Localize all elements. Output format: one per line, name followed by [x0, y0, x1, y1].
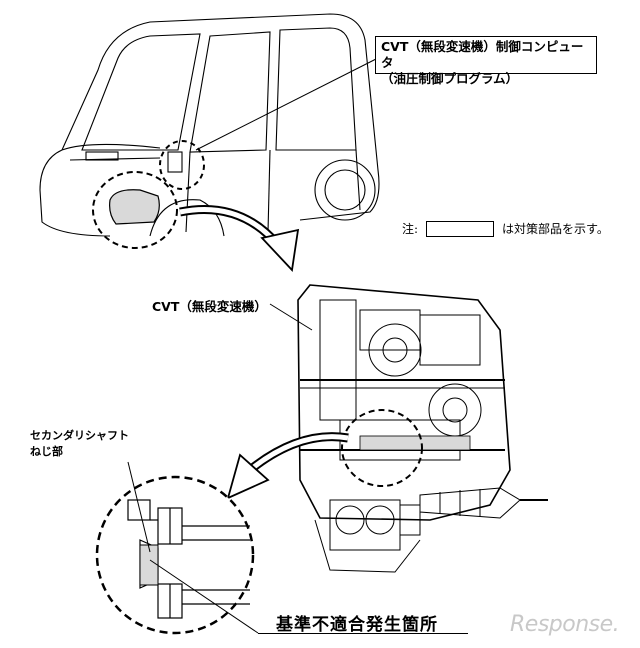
cvt-shaft-callout-circle	[341, 409, 423, 487]
vehicle-illustration	[39, 13, 380, 237]
cvt-shaft-shade	[359, 435, 471, 451]
controller-leader-line	[195, 57, 379, 151]
secondary-shaft-label-line1: セカンダリシャフト	[30, 429, 129, 442]
vehicle-cvt-callout-circle	[92, 171, 178, 249]
defect-location-underline	[258, 633, 468, 634]
shaft-leader-line	[127, 461, 151, 553]
secondary-shaft-label-line2: ねじ部	[30, 445, 63, 458]
zoom-callout-circle	[95, 475, 255, 635]
cvt-title-label: CVT（無段変速機）	[152, 299, 267, 314]
cvt-controller-label-line1: CVT（無段変速機）制御コンピュータ	[381, 39, 584, 70]
legend-note-prefix: 注:	[402, 222, 419, 236]
legend-swatch	[426, 220, 495, 237]
cvt-controller-label-box: CVT（無段変速機）制御コンピュータ （油圧制御プログラム）	[375, 36, 597, 86]
cvt-controller-label-line2: （油圧制御プログラム）	[381, 71, 519, 86]
defect-location-label: 基準不適合発生箇所	[276, 615, 438, 635]
legend-note: 注: は対策部品を示す。	[402, 220, 609, 237]
cvt-leader-line	[269, 303, 313, 331]
vehicle-cvt-shade	[109, 189, 160, 225]
zoom-thread-shade	[139, 544, 159, 586]
secondary-shaft-label: セカンダリシャフト ねじ部	[30, 428, 129, 460]
defect-leader-line	[149, 559, 259, 634]
legend-note-suffix: は対策部品を示す。	[502, 222, 609, 236]
response-watermark: Response.	[510, 612, 620, 637]
cvt-cross-section	[297, 284, 548, 573]
vehicle-controller-callout-circle	[159, 140, 205, 190]
